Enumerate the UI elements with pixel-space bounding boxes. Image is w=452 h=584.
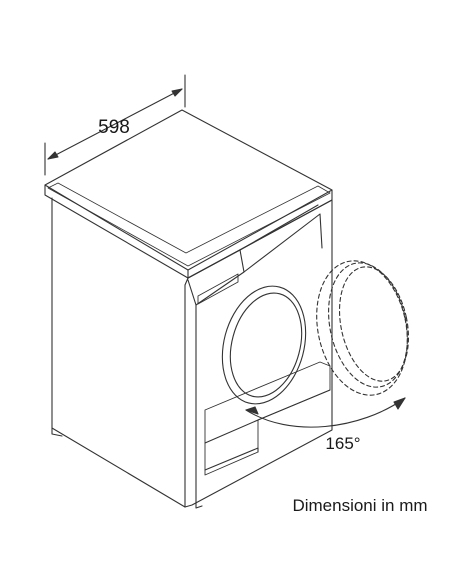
units-caption: Dimensioni in mm: [292, 496, 427, 515]
door-opening: [221, 285, 307, 405]
dryer-left-side: [51, 197, 186, 508]
dryer-top-lid: [44, 109, 333, 279]
dryer-front-panel: [184, 199, 333, 509]
width-dimension-line: [44, 74, 186, 176]
lower-service-panel: [204, 361, 331, 476]
open-door-outline: [316, 260, 410, 396]
door-rotation-arc: [245, 397, 406, 428]
door-angle-label: 165°: [325, 434, 360, 453]
width-label: 598: [98, 117, 130, 138]
control-panel: [187, 204, 323, 306]
